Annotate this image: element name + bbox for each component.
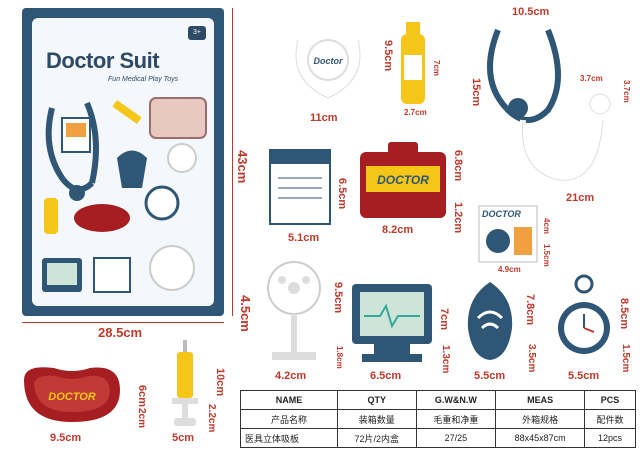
kit-width-label: 8.2cm (382, 224, 414, 236)
stethoscope-tube-label: 21cm (566, 192, 595, 204)
kit-depth-label: 1.2cm (452, 202, 464, 234)
chest-piece-width-label: 3.7cm (580, 74, 603, 83)
lamp-illustration (267, 261, 321, 360)
monitor-height-label: 7cm (438, 308, 450, 331)
spec-header-pcs: PCS (584, 390, 636, 410)
tray-height-label: 6cm (136, 385, 148, 408)
mirror-height-label: 9.5cm (382, 40, 394, 72)
monitor-width-label: 6.5cm (370, 370, 402, 382)
blister-card: 3+ Doctor Suit Fun Medical Play Toys (22, 8, 224, 316)
syringe-width-label: 5cm (172, 432, 195, 444)
id-card-depth-label: 1.5cm (542, 244, 551, 267)
stethoscope-illustration (487, 28, 611, 184)
watch-depth-label: 1.5cm (620, 344, 631, 373)
chest-piece-height-label: 3.7cm (622, 80, 631, 103)
age-badge: 3+ (188, 26, 206, 40)
bottle-width-label: 2.7cm (404, 108, 427, 117)
spec-header-name-cn: 产品名称 (240, 409, 338, 429)
id-card-label: DOCTOR (482, 209, 521, 219)
stethoscope-height-label: 15cm (470, 78, 482, 107)
card-height-label: 43cm (235, 150, 250, 184)
card-width-label: 28.5cm (98, 325, 143, 340)
card-subtitle: Fun Medical Play Toys (108, 76, 179, 83)
spec-header-qty: QTY (336, 390, 417, 410)
lamp-width-label: 4.2cm (275, 370, 307, 382)
card-depth-label: 4.5cm (238, 295, 253, 332)
id-card-illustration: DOCTOR (478, 205, 538, 263)
mirror-width-label: 11cm (310, 112, 338, 124)
watch-width-label: 5.5cm (568, 370, 600, 382)
spec-header-meas: MEAS (495, 390, 586, 410)
syringe-height-label: 10cm (214, 368, 226, 397)
spec-value-pcs: 12pcs (584, 428, 636, 448)
spec-header-weight-cn: 毛重和净重 (415, 409, 497, 429)
stethoscope-width-label: 10.5cm (512, 6, 550, 18)
pocket-watch-illustration (558, 274, 610, 354)
lamp-height-label: 9.5cm (332, 282, 344, 314)
id-card-width-label: 4.9cm (498, 265, 521, 274)
clipboard-width-label: 5.1cm (288, 232, 320, 244)
blister-card-front: 3+ Doctor Suit Fun Medical Play Toys (32, 18, 214, 306)
spec-header-name: NAME (240, 390, 338, 410)
bottle-illustration (401, 22, 425, 104)
head-mirror-illustration: Doctor (292, 39, 364, 103)
tray-depth-label: 2cm (136, 408, 147, 429)
spec-header-qty-cn: 装箱数量 (336, 409, 417, 429)
kit-label: DOCTOR (377, 173, 429, 187)
bottle-height-label: 7cm (432, 60, 441, 77)
spec-value-name: 医具立体吸板 (240, 428, 338, 448)
clipboard-illustration (269, 149, 331, 225)
monitor-illustration (352, 284, 432, 362)
clipboard-height-label: 6.5cm (336, 178, 348, 210)
spec-header-cn-row: 产品名称 装箱数量 毛重和净重 外箱规格 配件数 (240, 409, 636, 429)
monitor-depth-label: 1.3cm (440, 345, 451, 374)
mask-illustration (467, 282, 513, 360)
mask-width-label: 5.5cm (474, 370, 506, 382)
tray-width-label: 9.5cm (50, 432, 82, 444)
tray-label: DOCTOR (48, 391, 96, 403)
card-width-line (22, 322, 224, 323)
spec-values-row: 医具立体吸板 72片/2内盒 27/25 88x45x87cm 12pcs (240, 428, 636, 448)
card-title: Doctor Suit (46, 48, 160, 73)
spec-value-weight: 27/25 (415, 428, 497, 448)
lamp-depth-label: 1.8cm (335, 346, 344, 369)
mirror-label: Doctor (314, 56, 343, 66)
card-contents-illustration (42, 97, 207, 293)
kidney-tray-illustration: DOCTOR (24, 367, 120, 422)
spec-header-weight: G.W&N.W (415, 390, 497, 410)
id-card-height-label: 4cm (542, 218, 551, 235)
spec-value-meas: 88x45x87cm (495, 428, 586, 448)
spec-header-en-row: NAME QTY G.W&N.W MEAS PCS (240, 390, 636, 410)
watch-height-label: 8.5cm (618, 298, 630, 330)
card-height-line (232, 8, 233, 316)
spec-value-qty: 72片/2内盒 (336, 428, 417, 448)
spec-header-meas-cn: 外箱规格 (495, 409, 586, 429)
kit-height-label: 6.8cm (452, 150, 464, 182)
mask-depth-label: 3.5cm (526, 344, 537, 373)
spec-table: NAME QTY G.W&N.W MEAS PCS 产品名称 装箱数量 毛重和净… (240, 390, 636, 448)
mask-height-label: 7.8cm (524, 294, 536, 326)
syringe-illustration (172, 340, 198, 426)
syringe-depth-label: 2.2cm (206, 404, 217, 433)
doctor-kit-illustration: DOCTOR (360, 142, 446, 218)
spec-header-pcs-cn: 配件数 (584, 409, 636, 429)
